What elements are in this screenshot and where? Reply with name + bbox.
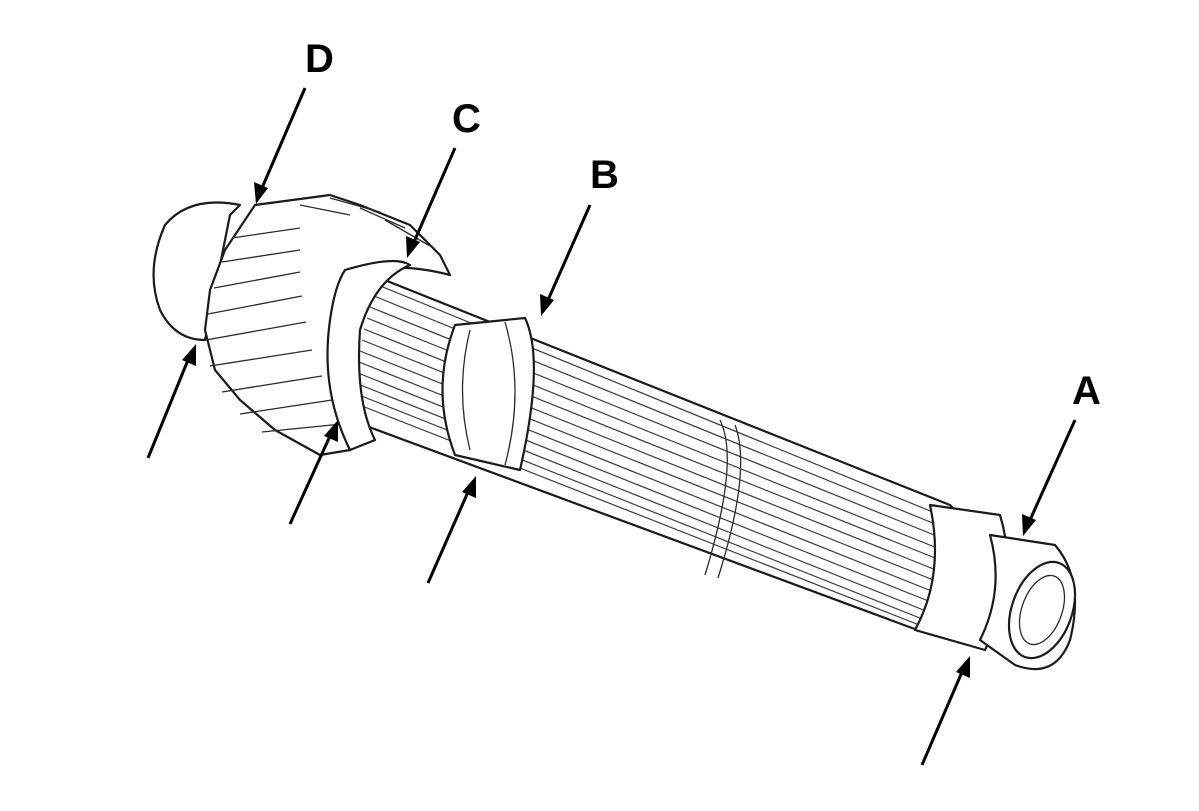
callout-label-c: C — [452, 97, 481, 141]
arrow-head-b-top — [540, 294, 554, 316]
arrow-b-top — [546, 204, 592, 301]
shaft-body — [328, 273, 974, 632]
arrow-d-bottom — [146, 359, 190, 459]
callout-label-b: B — [590, 153, 619, 197]
arrow-a-bottom — [920, 671, 964, 766]
gear-shoulder — [326, 259, 412, 452]
arrow-head-d-top — [254, 182, 268, 204]
shaft — [328, 273, 1077, 671]
middle-ring — [704, 419, 728, 576]
bearing-journal-ring — [441, 316, 535, 472]
arrow-c-bottom — [288, 435, 332, 525]
gear-hub — [152, 201, 242, 342]
arrow-head-c-bottom — [324, 420, 338, 442]
arrow-c-top — [412, 147, 457, 243]
arrow-head-b-bottom — [462, 476, 476, 498]
callout-arrows — [146, 87, 1077, 766]
arrow-head-a-top — [1022, 514, 1036, 536]
arrow-b-bottom — [426, 491, 470, 584]
arrow-head-d-bottom — [182, 344, 196, 366]
gear-teeth — [205, 197, 431, 433]
arrow-head-c-top — [406, 236, 420, 258]
arrow-d-top — [260, 87, 307, 189]
arrow-head-a-bottom — [956, 656, 970, 678]
end-bore — [1007, 560, 1077, 660]
callout-labels: D C B A — [305, 37, 1101, 413]
callout-label-a: A — [1072, 369, 1101, 413]
callout-label-d: D — [305, 37, 334, 81]
helical-gear — [152, 193, 452, 457]
arrow-a-top — [1028, 419, 1077, 521]
